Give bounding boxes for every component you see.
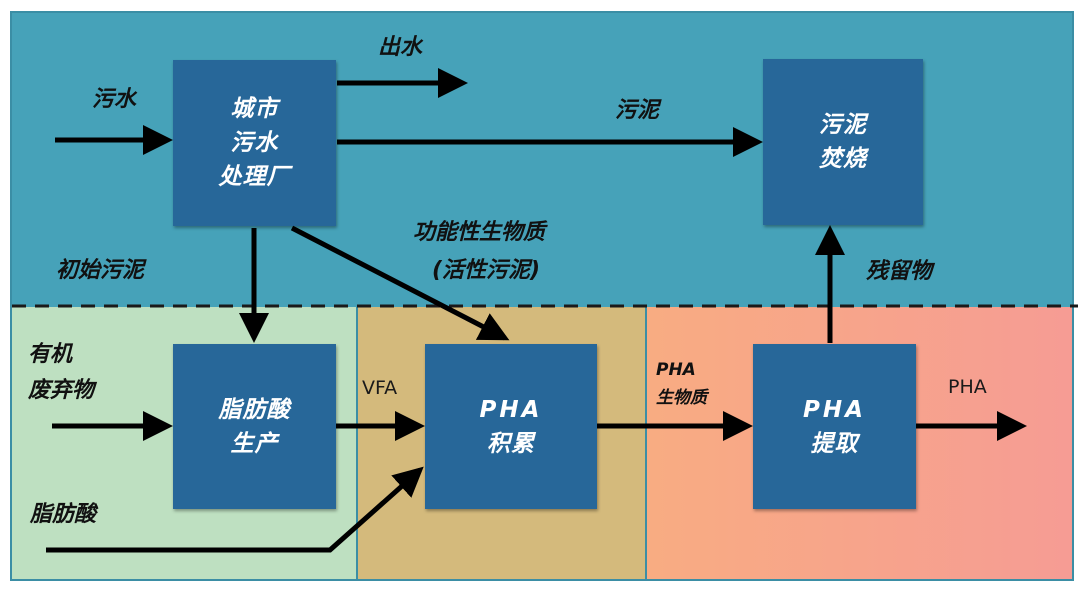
- pha-extraction-box-line: 提取: [810, 430, 859, 457]
- functional-biomass-label: 功能性生物质: [413, 220, 546, 245]
- pha-extraction-box: PHA 提取: [753, 344, 916, 509]
- sludge-incineration-box: 污泥 焚烧: [763, 59, 923, 225]
- pha-extraction-box-line: PHA: [803, 396, 866, 423]
- wwtp-box: 城市 污水 处理厂: [173, 60, 336, 226]
- wastewater-label: 污水: [92, 87, 137, 112]
- pha-output-label: PHA: [948, 376, 987, 398]
- incineration-box-line: 焚烧: [819, 146, 867, 172]
- wwtp-box-line: 城市: [230, 96, 279, 122]
- vfa-label: VFA: [362, 377, 398, 399]
- fatty-acid-box-line: 生产: [230, 430, 279, 457]
- fatty-acid-production-box: 脂肪酸 生产: [173, 344, 336, 509]
- incineration-box-line: 污泥: [819, 112, 867, 138]
- pha-biomass-label-1: PHA: [656, 360, 696, 380]
- fatty-acid-box-line: 脂肪酸: [218, 396, 291, 423]
- pha-biomass-label-2: 生物质: [656, 388, 707, 408]
- sludge-label: 污泥: [615, 98, 660, 123]
- pha-accumulation-box-line: 积累: [487, 430, 535, 457]
- wwtp-box-line: 污水: [230, 130, 279, 156]
- organic-waste-label-1: 有机: [28, 342, 73, 367]
- wwtp-box-line: 处理厂: [218, 164, 291, 190]
- pha-accumulation-box-line: PHA: [479, 396, 543, 423]
- fatty-acid-label: 脂肪酸: [30, 502, 97, 527]
- primary-sludge-label: 初始污泥: [56, 258, 145, 283]
- pha-accumulation-box: PHA 积累: [425, 344, 597, 509]
- residue-label: 残留物: [866, 259, 933, 284]
- organic-waste-label-2: 废弃物: [28, 378, 95, 403]
- effluent-label: 出水: [378, 35, 423, 60]
- activated-sludge-label: (活性污泥): [432, 258, 541, 283]
